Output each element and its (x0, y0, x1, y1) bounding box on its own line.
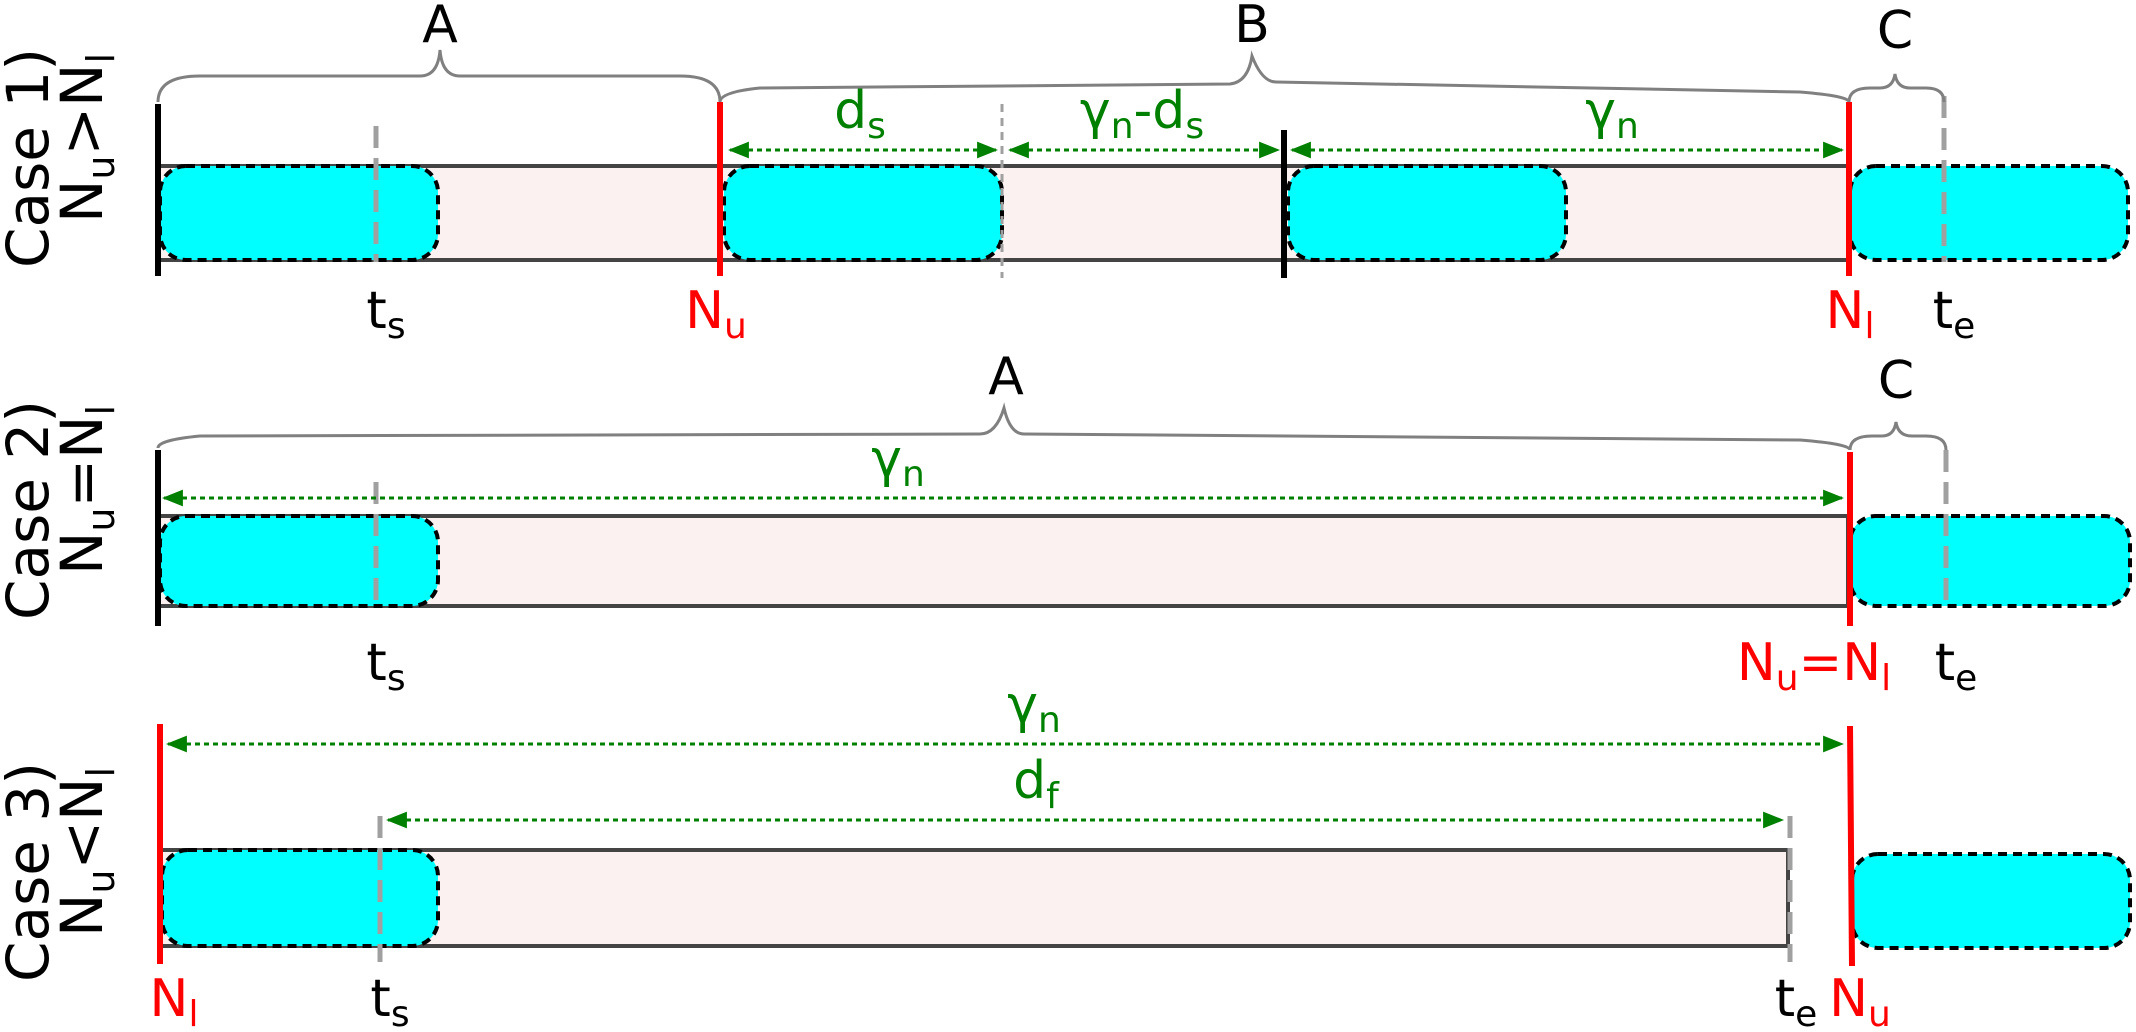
case1-brace-b (718, 50, 1851, 103)
case1-condition: Nu>Nl (48, 53, 123, 223)
case1-brace-c (1847, 73, 1946, 103)
case2-gn-label: γn (871, 429, 925, 495)
case2-active-block (1848, 514, 2132, 608)
case3-active-block (1850, 852, 2132, 950)
case1-nl-label: Nl (1826, 281, 1875, 347)
case1-nu-label: Nu (685, 281, 747, 347)
case1-brace-label-a: A (422, 0, 458, 55)
case2-title: Case 2) (0, 400, 62, 620)
case1-brace-a (156, 49, 722, 103)
case1-gn-label: γn (1585, 81, 1639, 147)
case2-brace-a (156, 402, 1852, 451)
case1-te-label: te (1933, 281, 1976, 347)
case3-ts-label: ts (370, 969, 409, 1032)
case1-gn-ds-label: γn-ds (1080, 81, 1204, 147)
case1-brace-label-b: B (1234, 0, 1270, 55)
case3-gn-label: γn (1007, 675, 1061, 741)
case1-active-block (722, 164, 1004, 262)
case1-group: Case 1) Nu>Nl A B C ds γn-ds γn ts Nu Nl… (0, 0, 2130, 347)
case3-nl-label: Nl (150, 969, 199, 1032)
case1-active-block (158, 164, 440, 262)
case2-te-label: te (1935, 633, 1978, 699)
case1-active-block (1848, 164, 2130, 262)
case3-te-label: te (1775, 969, 1818, 1032)
case2-brace-label-c: C (1878, 351, 1914, 411)
case1-active-block (1286, 164, 1568, 262)
case2-group: Case 2) Nu=Nl A C γn ts Nu=Nl te (0, 347, 2132, 699)
case3-condition: Nu<Nl (48, 767, 123, 937)
case3-active-block (160, 848, 440, 948)
case3-nu-label: Nu (1829, 969, 1891, 1032)
case1-title: Case 1) (0, 48, 62, 268)
case2-ts-label: ts (366, 633, 405, 699)
case3-df-label: df (1013, 751, 1060, 817)
case1-brace-label-c: C (1877, 1, 1913, 61)
case2-brace-c (1848, 421, 1948, 451)
case3-group: Case 3) Nu<Nl γn df Nl ts te Nu (0, 675, 2132, 1032)
case3-title: Case 3) (0, 762, 62, 982)
case3-nu-marker (1847, 725, 1855, 967)
case2-condition: Nu=Nl (48, 405, 123, 575)
case2-active-block (158, 514, 440, 608)
case1-ds-label: ds (834, 81, 886, 147)
case1-ts-label: ts (366, 281, 405, 347)
case2-brace-label-a: A (988, 347, 1024, 407)
case2-nunl-label: Nu=Nl (1737, 633, 1891, 699)
